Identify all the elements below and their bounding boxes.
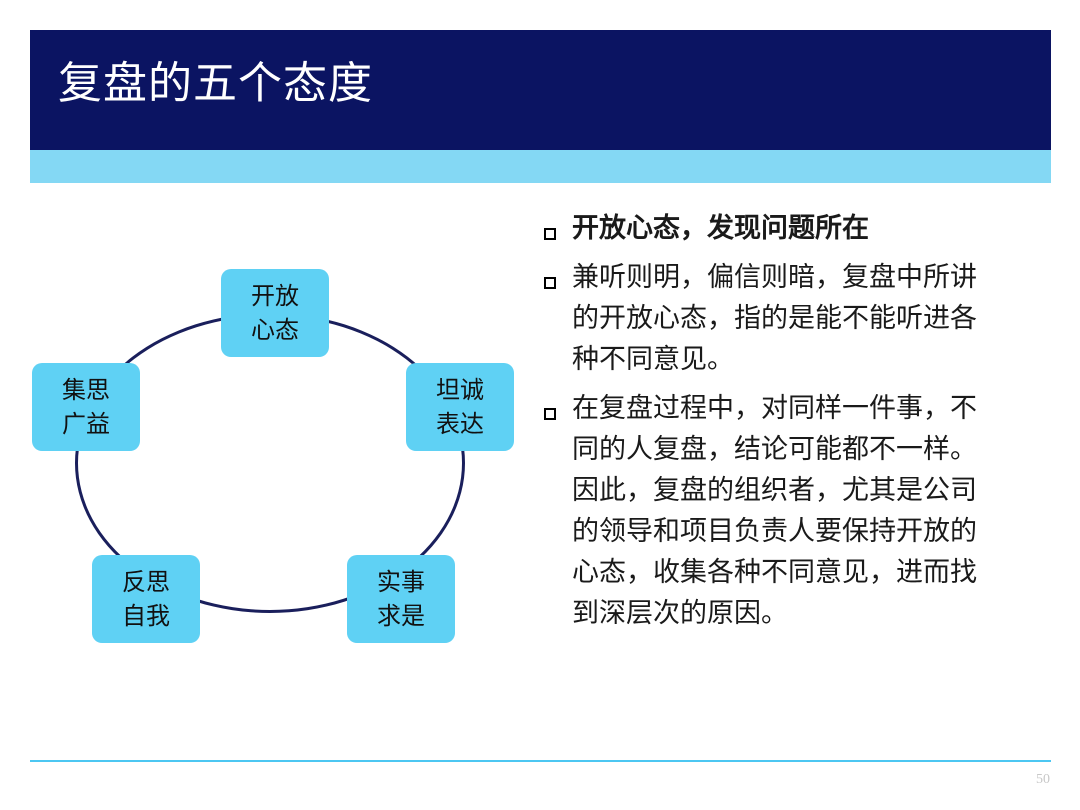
bullet-text-line: 的领导和项目负责人要保持开放的: [572, 516, 977, 547]
node-label-line1: 集思: [62, 376, 110, 404]
bullet-text-line: 种不同意见。: [572, 344, 734, 375]
bullet-item: 在复盘过程中，对同样一件事，不 同的人复盘，结论可能都不一样。 因此，复盘的组织…: [538, 388, 1038, 634]
node-label-line1: 反思: [122, 568, 170, 596]
node-open-mindset: 开放 心态: [221, 269, 329, 357]
node-label-line2: 表达: [436, 410, 484, 438]
bullet-item: 兼听则明，偏信则暗，复盘中所讲 的开放心态，指的是能不能听进各 种不同意见。: [538, 257, 1038, 380]
node-label-line2: 自我: [122, 602, 170, 630]
node-label-line2: 心态: [251, 316, 299, 344]
node-candid-expression: 坦诚 表达: [406, 363, 514, 451]
page-number: 50: [1036, 772, 1050, 787]
bullet-text-line: 的开放心态，指的是能不能听进各: [572, 303, 977, 334]
node-label-line2: 求是: [377, 602, 425, 630]
square-bullet-icon: [544, 408, 556, 420]
title-accent-stripe: [30, 150, 1051, 183]
bullet-text-line: 在复盘过程中，对同样一件事，不: [572, 393, 977, 424]
node-seek-truth: 实事 求是: [347, 555, 455, 643]
bullet-text-line: 兼听则明，偏信则暗，复盘中所讲: [572, 262, 977, 293]
bullet-text-line: 因此，复盘的组织者，尤其是公司: [572, 475, 977, 506]
bullet-text-line: 同的人复盘，结论可能都不一样。: [572, 434, 977, 465]
node-label-line1: 开放: [251, 282, 299, 310]
node-label-line1: 实事: [377, 568, 425, 596]
bullet-list: 开放心态，发现问题所在 兼听则明，偏信则暗，复盘中所讲 的开放心态，指的是能不能…: [538, 208, 1038, 642]
title-bar: 复盘的五个态度: [30, 30, 1051, 150]
bullet-text-line: 心态，收集各种不同意见，进而找: [572, 557, 977, 588]
bullet-text-line: 开放心态，发现问题所在: [572, 213, 869, 244]
bullet-item: 开放心态，发现问题所在: [538, 208, 1038, 249]
square-bullet-icon: [544, 228, 556, 240]
bullet-text-line: 到深层次的原因。: [572, 598, 788, 629]
node-self-reflection: 反思 自我: [92, 555, 200, 643]
node-label-line2: 广益: [62, 410, 110, 438]
slide-title: 复盘的五个态度: [58, 58, 373, 109]
footer-divider: [30, 760, 1051, 762]
attitude-cycle-diagram: 开放 心态 坦诚 表达 实事 求是 反思 自我 集思 广益: [0, 0, 540, 700]
node-pool-wisdom: 集思 广益: [32, 363, 140, 451]
square-bullet-icon: [544, 277, 556, 289]
node-label-line1: 坦诚: [436, 376, 484, 404]
